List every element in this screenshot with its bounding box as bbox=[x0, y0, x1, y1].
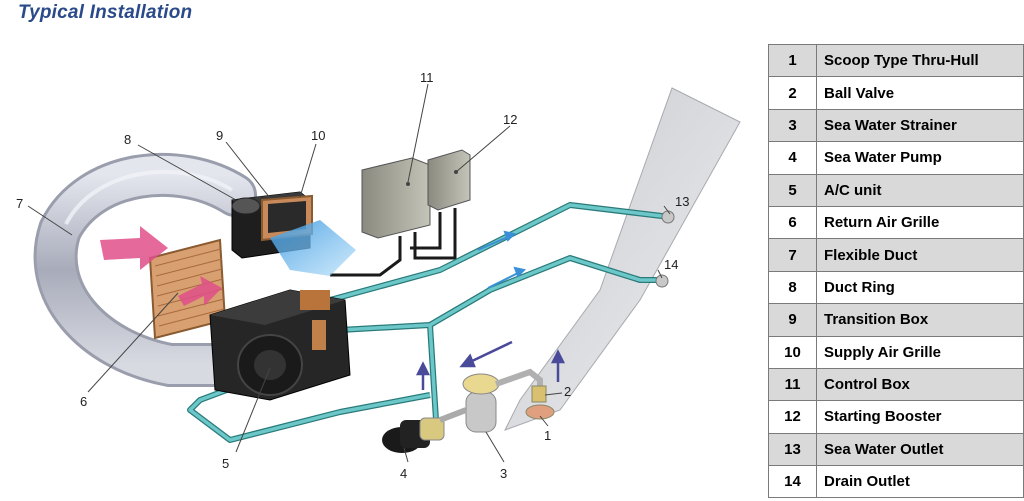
callout-14: 14 bbox=[664, 257, 678, 272]
flow-arrows-blue bbox=[477, 230, 526, 289]
sea-water-pump bbox=[382, 417, 445, 453]
control-box bbox=[361, 157, 431, 239]
callout-13: 13 bbox=[675, 194, 689, 209]
legend-label: Control Box bbox=[816, 367, 1024, 402]
legend-label: Starting Booster bbox=[816, 400, 1024, 434]
legend-number: 6 bbox=[768, 205, 817, 240]
legend-label: Duct Ring bbox=[816, 270, 1024, 305]
legend-label: Flexible Duct bbox=[816, 238, 1024, 272]
legend-number: 3 bbox=[768, 108, 817, 143]
flow-arrows-dark bbox=[415, 340, 566, 390]
legend-number: 12 bbox=[768, 400, 817, 434]
legend-number: 13 bbox=[768, 432, 817, 467]
return-air-arrows bbox=[100, 226, 222, 306]
starting-booster bbox=[427, 149, 471, 211]
legend-number: 2 bbox=[768, 76, 817, 110]
flexible-duct bbox=[33, 152, 257, 387]
legend-label: A/C unit bbox=[816, 173, 1024, 207]
legend-number: 10 bbox=[768, 335, 817, 369]
drain-outlet-fitting bbox=[655, 274, 669, 288]
legend-label: Sea Water Outlet bbox=[816, 432, 1024, 467]
legend-number: 8 bbox=[768, 270, 817, 305]
ac-unit bbox=[209, 289, 351, 401]
callout-6: 6 bbox=[80, 394, 87, 409]
sea-water-outlet-fitting bbox=[661, 210, 675, 224]
hull-panel bbox=[503, 87, 741, 431]
legend-label: Sea Water Pump bbox=[816, 141, 1024, 175]
legend-label: Supply Air Grille bbox=[816, 335, 1024, 369]
installation-diagram: 7 8 9 10 11 12 13 14 6 5 4 3 2 1 bbox=[16, 70, 741, 481]
legend-number: 5 bbox=[768, 173, 817, 207]
legend-label: Ball Valve bbox=[816, 76, 1024, 110]
scoop-thru-hull bbox=[525, 404, 555, 420]
callout-3: 3 bbox=[500, 466, 507, 481]
legend-label: Drain Outlet bbox=[816, 465, 1024, 499]
legend-label: Sea Water Strainer bbox=[816, 108, 1024, 143]
sea-water-strainer bbox=[438, 373, 500, 433]
callout-4: 4 bbox=[400, 466, 407, 481]
callout-10: 10 bbox=[311, 128, 325, 143]
callout-7: 7 bbox=[16, 196, 23, 211]
ball-valve bbox=[495, 368, 547, 403]
callout-11: 11 bbox=[420, 70, 434, 85]
legend-number: 4 bbox=[768, 141, 817, 175]
callout-2: 2 bbox=[564, 384, 571, 399]
legend-label: Scoop Type Thru-Hull bbox=[816, 43, 1024, 78]
legend-label: Transition Box bbox=[816, 303, 1024, 337]
callout-12: 12 bbox=[503, 112, 517, 127]
callout-5: 5 bbox=[222, 456, 229, 471]
legend-number: 7 bbox=[768, 238, 817, 272]
legend-number: 14 bbox=[768, 465, 817, 499]
page-title: Typical Installation bbox=[18, 2, 193, 23]
supply-air-flow bbox=[270, 220, 356, 276]
legend-number: 9 bbox=[768, 303, 817, 337]
callout-1: 1 bbox=[544, 428, 551, 443]
legend-label: Return Air Grille bbox=[816, 205, 1024, 240]
callout-9: 9 bbox=[216, 128, 223, 143]
legend-number: 11 bbox=[768, 367, 817, 402]
legend-number: 1 bbox=[768, 43, 817, 78]
callout-8: 8 bbox=[124, 132, 131, 147]
